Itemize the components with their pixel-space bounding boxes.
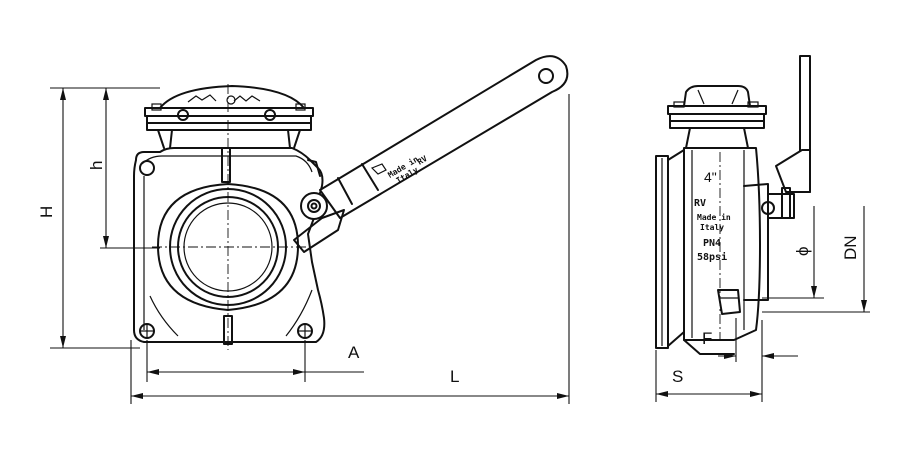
bolt-hole-top-left: [139, 160, 155, 176]
pressure-psi: 58psi: [697, 251, 727, 263]
valve-body: [133, 147, 326, 345]
dim-label-A: A: [348, 343, 360, 362]
side-view: 4" RV Made in Italy PN4 58psi: [655, 55, 811, 355]
side-body: 4" RV Made in Italy PN4 58psi: [683, 147, 769, 355]
pressure-bar: PN4: [703, 238, 721, 249]
side-lever: [761, 55, 811, 219]
side-logo: RV: [694, 198, 706, 209]
size-marking: 4": [704, 169, 717, 185]
top-cap: [144, 85, 314, 149]
side-dimensions: ϕ DN F S: [655, 206, 870, 402]
dim-label-H: H: [37, 206, 56, 218]
lever-logo: RV: [416, 154, 429, 167]
dim-label-F: F: [702, 329, 712, 348]
side-top-cap: [667, 85, 767, 149]
side-flange: [655, 149, 685, 349]
dim-label-DN: DN: [841, 235, 860, 260]
lever-handle: Made in Italy RV: [293, 55, 569, 253]
front-view: Made in Italy RV: [133, 55, 569, 350]
dim-label-L: L: [450, 367, 459, 386]
dim-label-S: S: [672, 367, 683, 386]
dim-label-phi: ϕ: [793, 246, 812, 256]
front-dimensions: H h A L: [37, 87, 570, 404]
made-line2: Italy: [700, 223, 724, 232]
dim-label-h: h: [87, 161, 106, 170]
made-line1: Made in: [697, 212, 731, 222]
